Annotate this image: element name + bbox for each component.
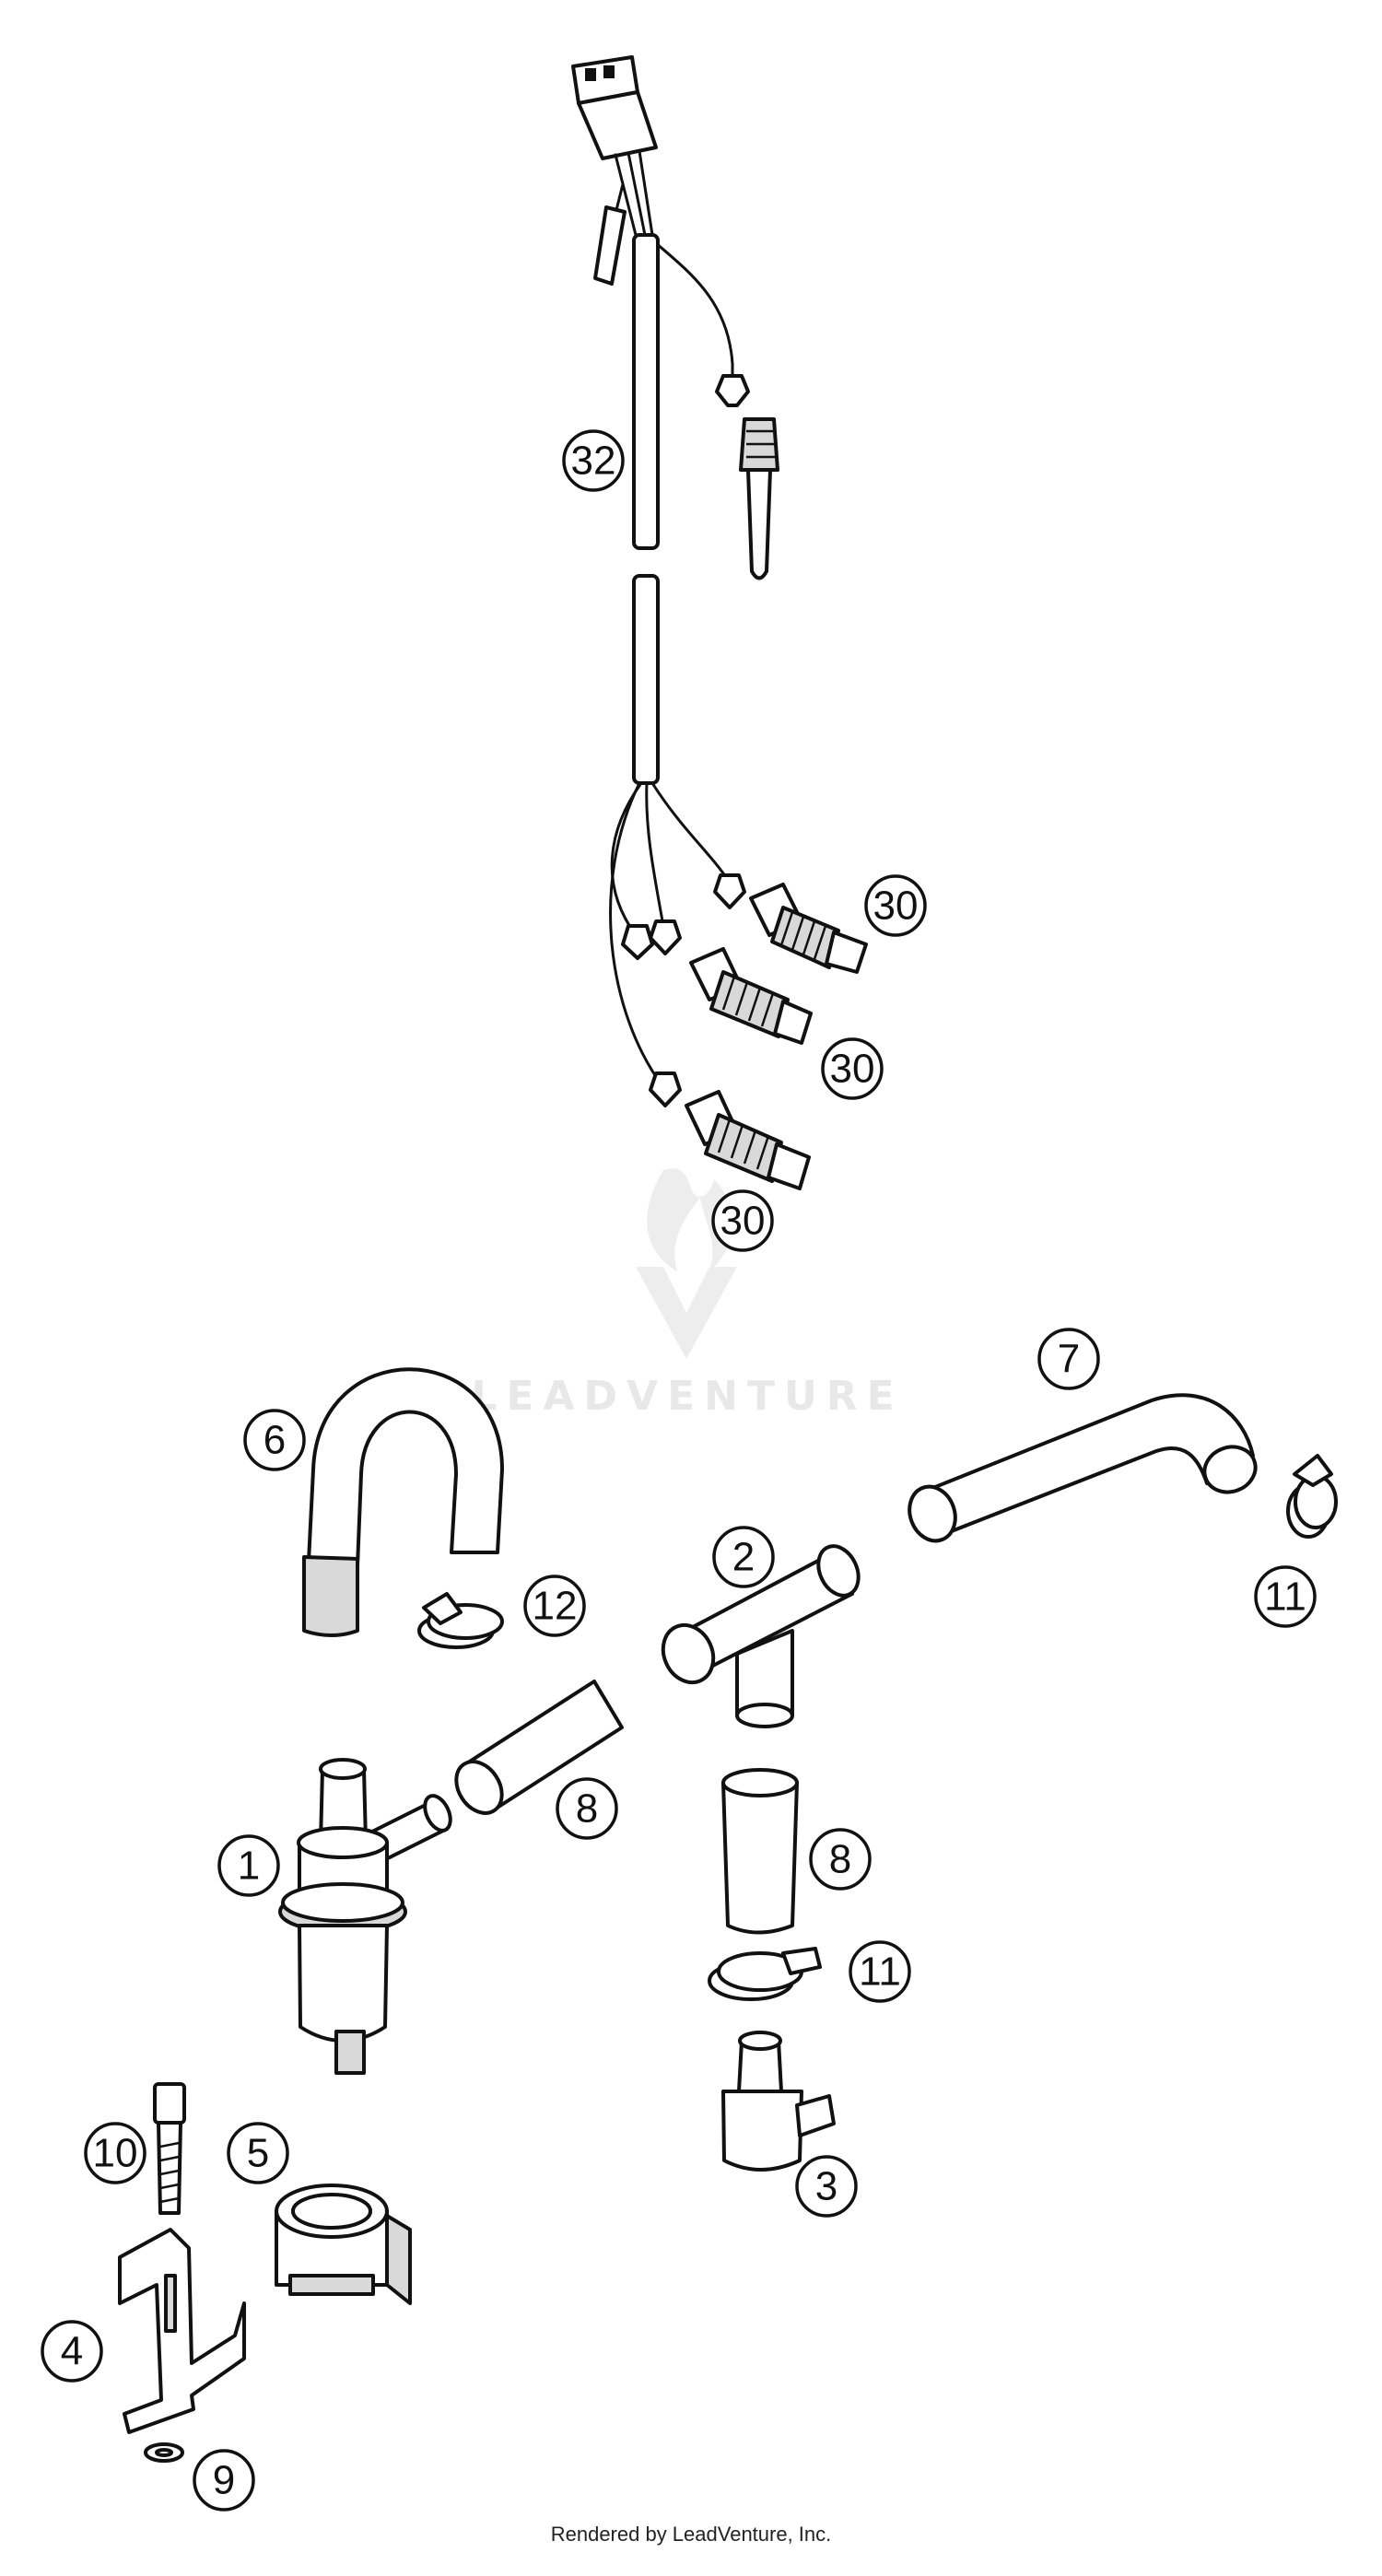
callout-11-right-label: 11 xyxy=(1264,1575,1306,1620)
callout-6: 6 xyxy=(243,1409,306,1471)
harness-plug-stub xyxy=(593,182,627,286)
callout-8-diagonal-label: 8 xyxy=(576,1786,598,1832)
callout-12: 12 xyxy=(523,1575,586,1637)
hose-sleeve-vertical xyxy=(721,1768,799,1935)
ring-terminal xyxy=(715,362,750,407)
harness-connector xyxy=(571,55,658,160)
callout-4-label: 4 xyxy=(61,2329,83,2374)
callout-12-label: 12 xyxy=(533,1584,578,1629)
hose-clamp-left xyxy=(417,1592,504,1649)
watermark-logo: LEADVENTURE xyxy=(471,1168,903,1420)
harness-cable-lower xyxy=(632,574,660,785)
callout-30-upper: 30 xyxy=(864,874,927,937)
callout-8-vertical: 8 xyxy=(809,1828,872,1891)
bolt xyxy=(153,2082,186,2215)
callout-11-right: 11 xyxy=(1254,1565,1317,1628)
t-piece xyxy=(661,1544,861,1728)
callout-30-middle-label: 30 xyxy=(830,1047,875,1092)
elbow-fitting xyxy=(721,2031,836,2172)
callout-3: 3 xyxy=(795,2155,858,2218)
callout-1: 1 xyxy=(217,1834,280,1897)
footer-credit: Rendered by LeadVenture, Inc. xyxy=(550,2523,832,2546)
callout-9: 9 xyxy=(193,2449,255,2512)
callout-6-label: 6 xyxy=(264,1418,286,1463)
callout-1-label: 1 xyxy=(238,1844,260,1889)
callout-2: 2 xyxy=(712,1526,775,1588)
callout-9-label: 9 xyxy=(213,2458,235,2503)
callout-3-label: 3 xyxy=(815,2164,837,2209)
callout-8-vertical-label: 8 xyxy=(829,1837,851,1882)
callout-30-lower: 30 xyxy=(711,1189,774,1252)
valve-body xyxy=(278,1758,452,2075)
harness-cable-upper xyxy=(632,233,660,550)
callout-10: 10 xyxy=(84,2122,146,2184)
callout-10-label: 10 xyxy=(93,2131,138,2176)
callout-32-label: 32 xyxy=(571,439,616,484)
sensor-upper xyxy=(749,883,868,974)
callout-11-middle: 11 xyxy=(849,1940,911,2003)
callout-4: 4 xyxy=(41,2320,103,2383)
rubber-grommet xyxy=(275,2184,412,2305)
watermark-text: LEADVENTURE xyxy=(471,1373,903,1420)
sensor-lower xyxy=(685,1090,811,1190)
temperature-sender xyxy=(739,417,779,580)
sensor-middle xyxy=(689,947,813,1045)
bent-hose xyxy=(908,1393,1258,1543)
callout-5: 5 xyxy=(227,2122,289,2184)
callout-8-diagonal: 8 xyxy=(556,1777,618,1840)
callout-7: 7 xyxy=(1037,1328,1100,1390)
hose-clamp-right xyxy=(1286,1454,1338,1539)
wiring-harness xyxy=(571,55,750,1107)
callout-7-label: 7 xyxy=(1058,1337,1080,1382)
u-hose xyxy=(302,1367,504,1637)
mounting-bracket xyxy=(118,2228,246,2434)
callout-30-lower-label: 30 xyxy=(720,1199,766,1244)
hose-clamp-middle xyxy=(708,1947,822,2001)
callout-2-label: 2 xyxy=(732,1535,755,1580)
callout-32: 32 xyxy=(562,429,625,492)
hose-sleeve-diagonal xyxy=(454,1680,624,1815)
callout-30-middle: 30 xyxy=(821,1037,884,1100)
callout-11-middle-label: 11 xyxy=(859,1950,901,1995)
callout-5-label: 5 xyxy=(247,2131,269,2176)
washer xyxy=(144,2442,184,2463)
callout-30-upper-label: 30 xyxy=(873,884,919,929)
